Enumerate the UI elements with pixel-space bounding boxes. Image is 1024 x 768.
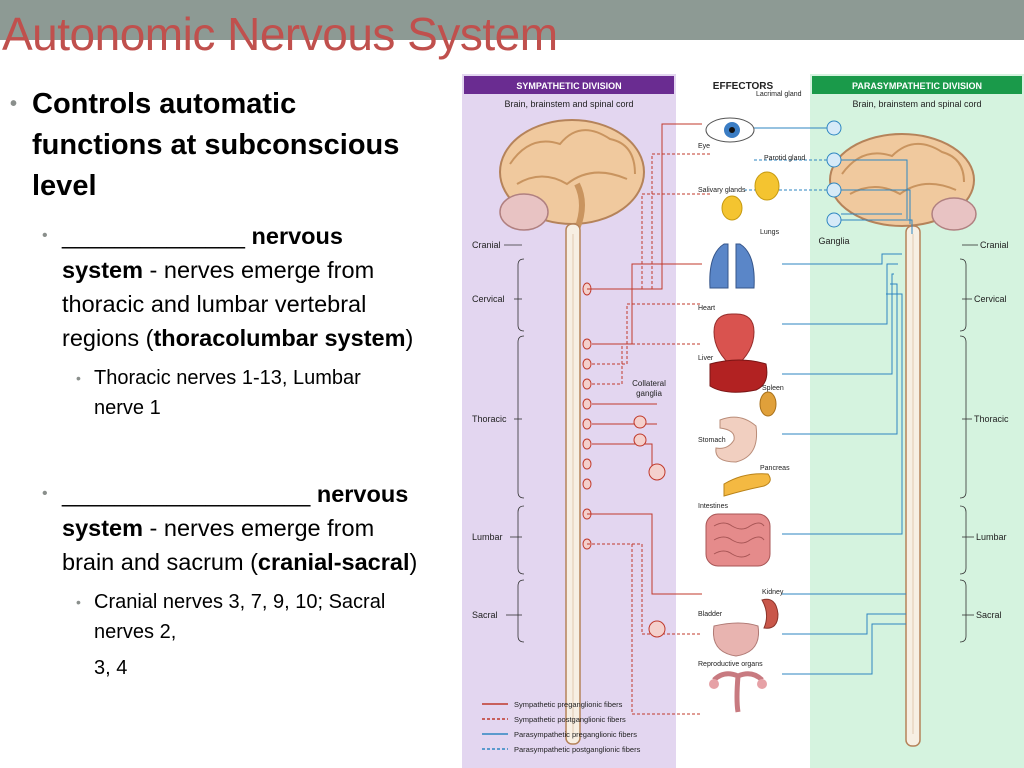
organ-label-bladder: Bladder [698,611,723,618]
region-label: Cervical [472,294,505,304]
slide-title: Autonomic Nervous System [2,8,558,60]
organ-label-spleen: Spleen [762,385,784,392]
bullet-cranial-nerves: Cranial nerves 3, 7, 9, 10; Sacral nerve… [76,587,414,647]
region-label: Cranial [980,240,1009,250]
organ-label-lacrimal: Lacrimal gland [756,91,802,98]
sympathetic-region-labels: Cranial Cervical Thoracic Lumbar Sacral [472,240,525,643]
bullet-controls-automatic: Controls automatic functions at subconsc… [10,84,432,207]
spacer [0,423,440,465]
title-bar [0,0,1024,40]
parasympathetic-header-text: PARASYMPATHETIC DIVISION [852,81,982,91]
bullet-parasympathetic: ___________________ nervous system - ner… [42,477,422,579]
legend-label: Sympathetic postganglionic fibers [514,715,626,724]
bullet-text: Controls automatic functions at subconsc… [32,88,400,202]
organ-lungs [709,243,755,289]
ganglia-label: Ganglia [818,236,849,246]
sympathetic-fibers [587,123,712,715]
organ-label-pancreas: Pancreas [760,465,790,472]
bullet-text: Cranial nerves 3, 7, 9, 10; Sacral nerve… [94,591,386,643]
organ-eye [705,117,755,143]
organ-label-stomach: Stomach [698,437,726,444]
region-label: Cranial [472,240,501,250]
organ-stomach [715,416,758,463]
region-label: Sacral [472,610,498,620]
organ-parotid-gland [754,171,780,201]
bullet-thoracic-nerves: Thoracic nerves 1-13, Lumbar nerve 1 [76,363,414,423]
sympathetic-brain [499,119,645,231]
blank-line: ______________ [62,223,245,249]
region-label: Sacral [976,610,1002,620]
organ-label-eye: Eye [698,143,710,150]
sympathetic-subheader: Brain, brainstem and spinal cord [504,99,633,109]
region-label: Thoracic [974,414,1009,424]
bullet-cranial-nerves-cont: 3, 4 [94,657,128,679]
organ-label-lungs: Lungs [760,229,780,236]
legend-label: Sympathetic preganglionic fibers [514,700,623,709]
region-label: Lumbar [472,532,503,542]
region-label: Thoracic [472,414,507,424]
parasympathetic-brain [829,133,977,231]
sympathetic-spinal-cord [565,223,581,745]
organ-label-kidney: Kidney [762,589,784,596]
bullet-text: ) [409,549,418,575]
bold-term: nervous system [62,223,343,283]
parasympathetic-fibers [732,127,913,675]
collateral-ganglia-label-2: ganglia [636,389,662,398]
parasympathetic-spinal-cord [905,225,921,747]
organ-intestines [705,513,771,567]
organ-bladder [712,622,760,657]
collateral-ganglia [633,415,666,638]
organ-liver [709,359,768,393]
organ-label-intestines: Intestines [698,503,728,510]
organ-label-reproductive: Reproductive organs [698,661,763,668]
parasympathetic-header [812,76,1022,94]
sympathetic-header-text: SYMPATHETIC DIVISION [516,81,621,91]
region-label: Lumbar [976,532,1007,542]
organ-label-salivary: Salivary glands [698,187,746,194]
organ-kidney [761,598,779,629]
bullet-text: Thoracic nerves 1-13, Lumbar nerve 1 [94,367,361,419]
organ-pancreas [723,473,771,497]
bullet-sympathetic: ______________ nervous system - nerves e… [42,219,422,355]
organ-label-liver: Liver [698,355,714,362]
organ-spleen [759,391,777,417]
organ-salivary-glands [721,195,743,221]
ans-diagram: SYMPATHETIC DIVISION Brain, brainstem an… [462,74,1024,768]
sympathetic-chain-ganglia [582,282,592,550]
organ-label-parotid: Parotid gland [764,155,805,162]
bullet-list: Controls automatic functions at subconsc… [0,84,440,683]
blank-line: ___________________ [62,481,311,507]
sympathetic-header [464,76,674,94]
effectors-header: EFFECTORS [713,81,774,92]
diagram-legend: Sympathetic preganglionic fibers Sympath… [482,700,641,754]
bold-term: nervous system [62,481,409,541]
parasympathetic-region-labels: Cranial Cervical Thoracic Lumbar Sacral [959,240,1009,643]
bullet-text: - nerves emerge from thoracic and lumbar… [62,257,375,351]
legend-label: Parasympathetic preganglionic fibers [514,730,637,739]
organ-label-heart: Heart [698,305,715,312]
collateral-ganglia-label-1: Collateral [632,379,666,388]
bullet-text: - nerves emerge from brain and sacrum ( [62,515,375,575]
bold-term: cranial-sacral [257,549,410,575]
bullet-text: ) [405,325,414,351]
legend-label: Parasympathetic postganglionic fibers [514,745,641,754]
parasympathetic-subheader: Brain, brainstem and spinal cord [852,99,981,109]
bold-term: thoracolumbar system [153,325,406,351]
ans-diagram-svg: SYMPATHETIC DIVISION Brain, brainstem an… [462,74,1024,768]
organ-reproductive [709,671,767,713]
region-label: Cervical [974,294,1007,304]
